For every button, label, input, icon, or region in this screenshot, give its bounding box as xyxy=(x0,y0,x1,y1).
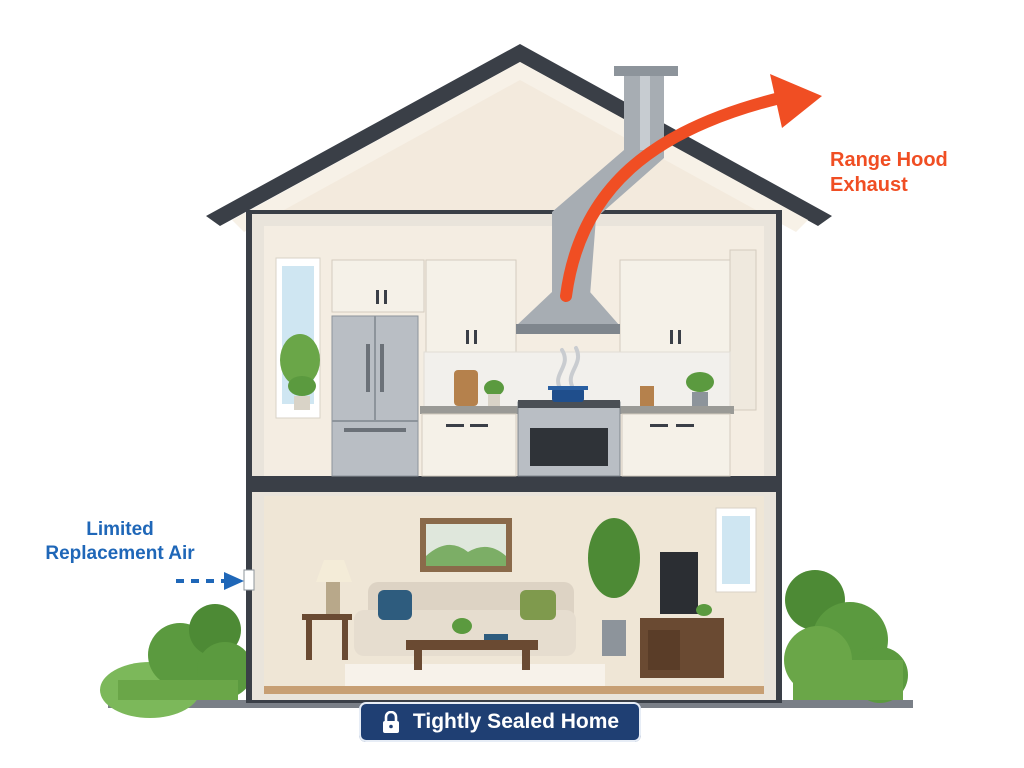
coffee-table xyxy=(406,618,538,670)
lower-floor-rug xyxy=(345,664,605,686)
left-bushes xyxy=(100,604,253,718)
living-window xyxy=(715,507,757,593)
wall-picture xyxy=(420,518,512,572)
exhaust-label-line-1: Range Hood xyxy=(830,149,948,171)
floor-lamp xyxy=(302,560,352,660)
wall-vent xyxy=(243,569,255,591)
arrow-right-icon xyxy=(224,572,244,590)
duct xyxy=(552,150,664,296)
range-hood xyxy=(516,292,620,326)
air-label-line-2: Replacement Air xyxy=(45,542,195,564)
kitchen-plants xyxy=(288,372,714,410)
exhaust-arrow xyxy=(560,92,786,302)
lower-floor-floor xyxy=(264,686,764,694)
right-bushes xyxy=(784,570,908,703)
air-label-line-1: Limited xyxy=(86,519,154,540)
attic xyxy=(262,62,778,212)
lock-icon xyxy=(382,711,399,733)
refrigerator xyxy=(331,315,419,477)
steam xyxy=(556,346,580,390)
lower-cabinets xyxy=(421,413,731,477)
sealed-home-text: Tightly Sealed Home xyxy=(412,710,620,733)
floor-divider xyxy=(246,476,782,492)
potted-tree xyxy=(588,518,640,656)
cutting-board xyxy=(454,370,478,406)
upper-cabinets xyxy=(331,249,757,411)
arrow-up-right-icon xyxy=(770,74,822,128)
cooking-pot xyxy=(548,386,588,402)
tv-stand xyxy=(640,552,724,678)
range-hood-exhaust-label: Range Hood Exhaust xyxy=(830,148,1000,198)
replacement-air-label: Limited Replacement Air xyxy=(20,518,220,566)
stove xyxy=(517,400,621,477)
exhaust-label-line-2: Exhaust xyxy=(830,174,908,196)
sealed-home-badge: Tightly Sealed Home xyxy=(359,702,641,742)
chimney-cap xyxy=(614,66,678,76)
